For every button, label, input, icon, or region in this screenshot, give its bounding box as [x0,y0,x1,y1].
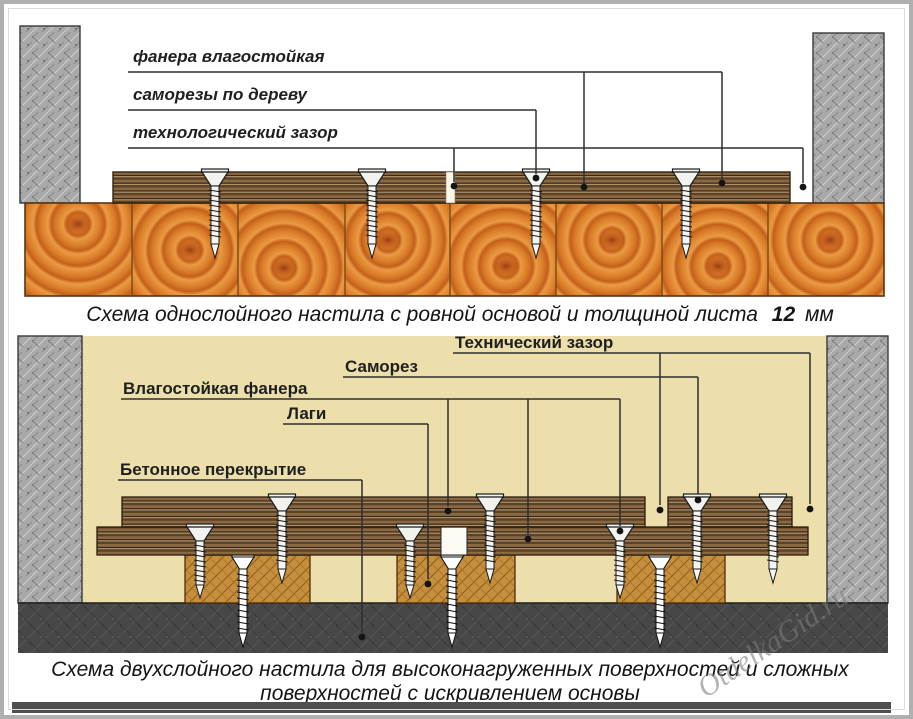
pointer-dot [444,507,452,515]
leader-joists [283,423,429,579]
leader-lines-bottom [118,352,811,632]
label-screw: Саморез [345,357,418,376]
label-joists: Лаги [287,404,326,423]
pointer-dot [806,505,814,513]
pointer-dot [524,535,532,543]
leader-screws [128,109,537,174]
pointer-dot [799,183,807,191]
pointer-dot [616,527,624,535]
double-layer-scheme: Технический зазор Саморез Влагостойкая ф… [17,333,889,705]
leader-slab [118,479,363,632]
caption-double-layer-line2: поверхностей с искривлением основы [260,682,640,705]
pointer-dot [656,506,664,514]
pointer-dot [450,182,458,190]
pointer-dot [718,179,726,187]
joist [616,554,726,604]
label-moisture-resistant-plywood: Влагостойкая фанера [123,379,308,398]
leader-gap [128,147,804,183]
pointer-dot [532,174,540,182]
label-technical-gap: Технический зазор [455,333,613,352]
pointer-dot [580,183,588,191]
pointer-dot [424,580,432,588]
leader-technical-gap [453,352,811,505]
frame-shadow-bottom [12,702,891,713]
joint-spacer [440,526,468,556]
caption-single-layer: Схема однослойного настила с ровной осно… [86,303,834,326]
concrete-wall-left [17,335,83,604]
concrete-wall-right [812,32,885,204]
pointer-dots-top [450,174,807,191]
label-technological-gap: технологический зазор [133,123,338,142]
plywood-bottom-layer [96,526,809,556]
pointer-dot [694,496,702,504]
pointer-dot [358,633,366,641]
leader-plywood [121,398,621,534]
frame-inner-line [8,8,905,710]
leader-plywood [128,71,723,183]
wood-plank-base [24,202,885,297]
caption-double-layer-line1: Схема двухслойного настила для высоконаг… [51,658,850,681]
label-wood-screws: саморезы по дереву [133,85,309,104]
leader-screw [343,376,699,494]
pointer-dots-bottom [358,496,814,641]
label-moisture-resistant-plywood: фанера влагостойкая [133,47,325,66]
label-concrete-slab: Бетонное перекрытие [120,460,306,479]
concrete-wall-right [826,335,889,604]
concrete-wall-left [19,25,81,204]
single-layer-scheme: фанера влагостойкая саморезы по дереву т… [19,25,885,326]
leader-lines-top [128,71,804,183]
